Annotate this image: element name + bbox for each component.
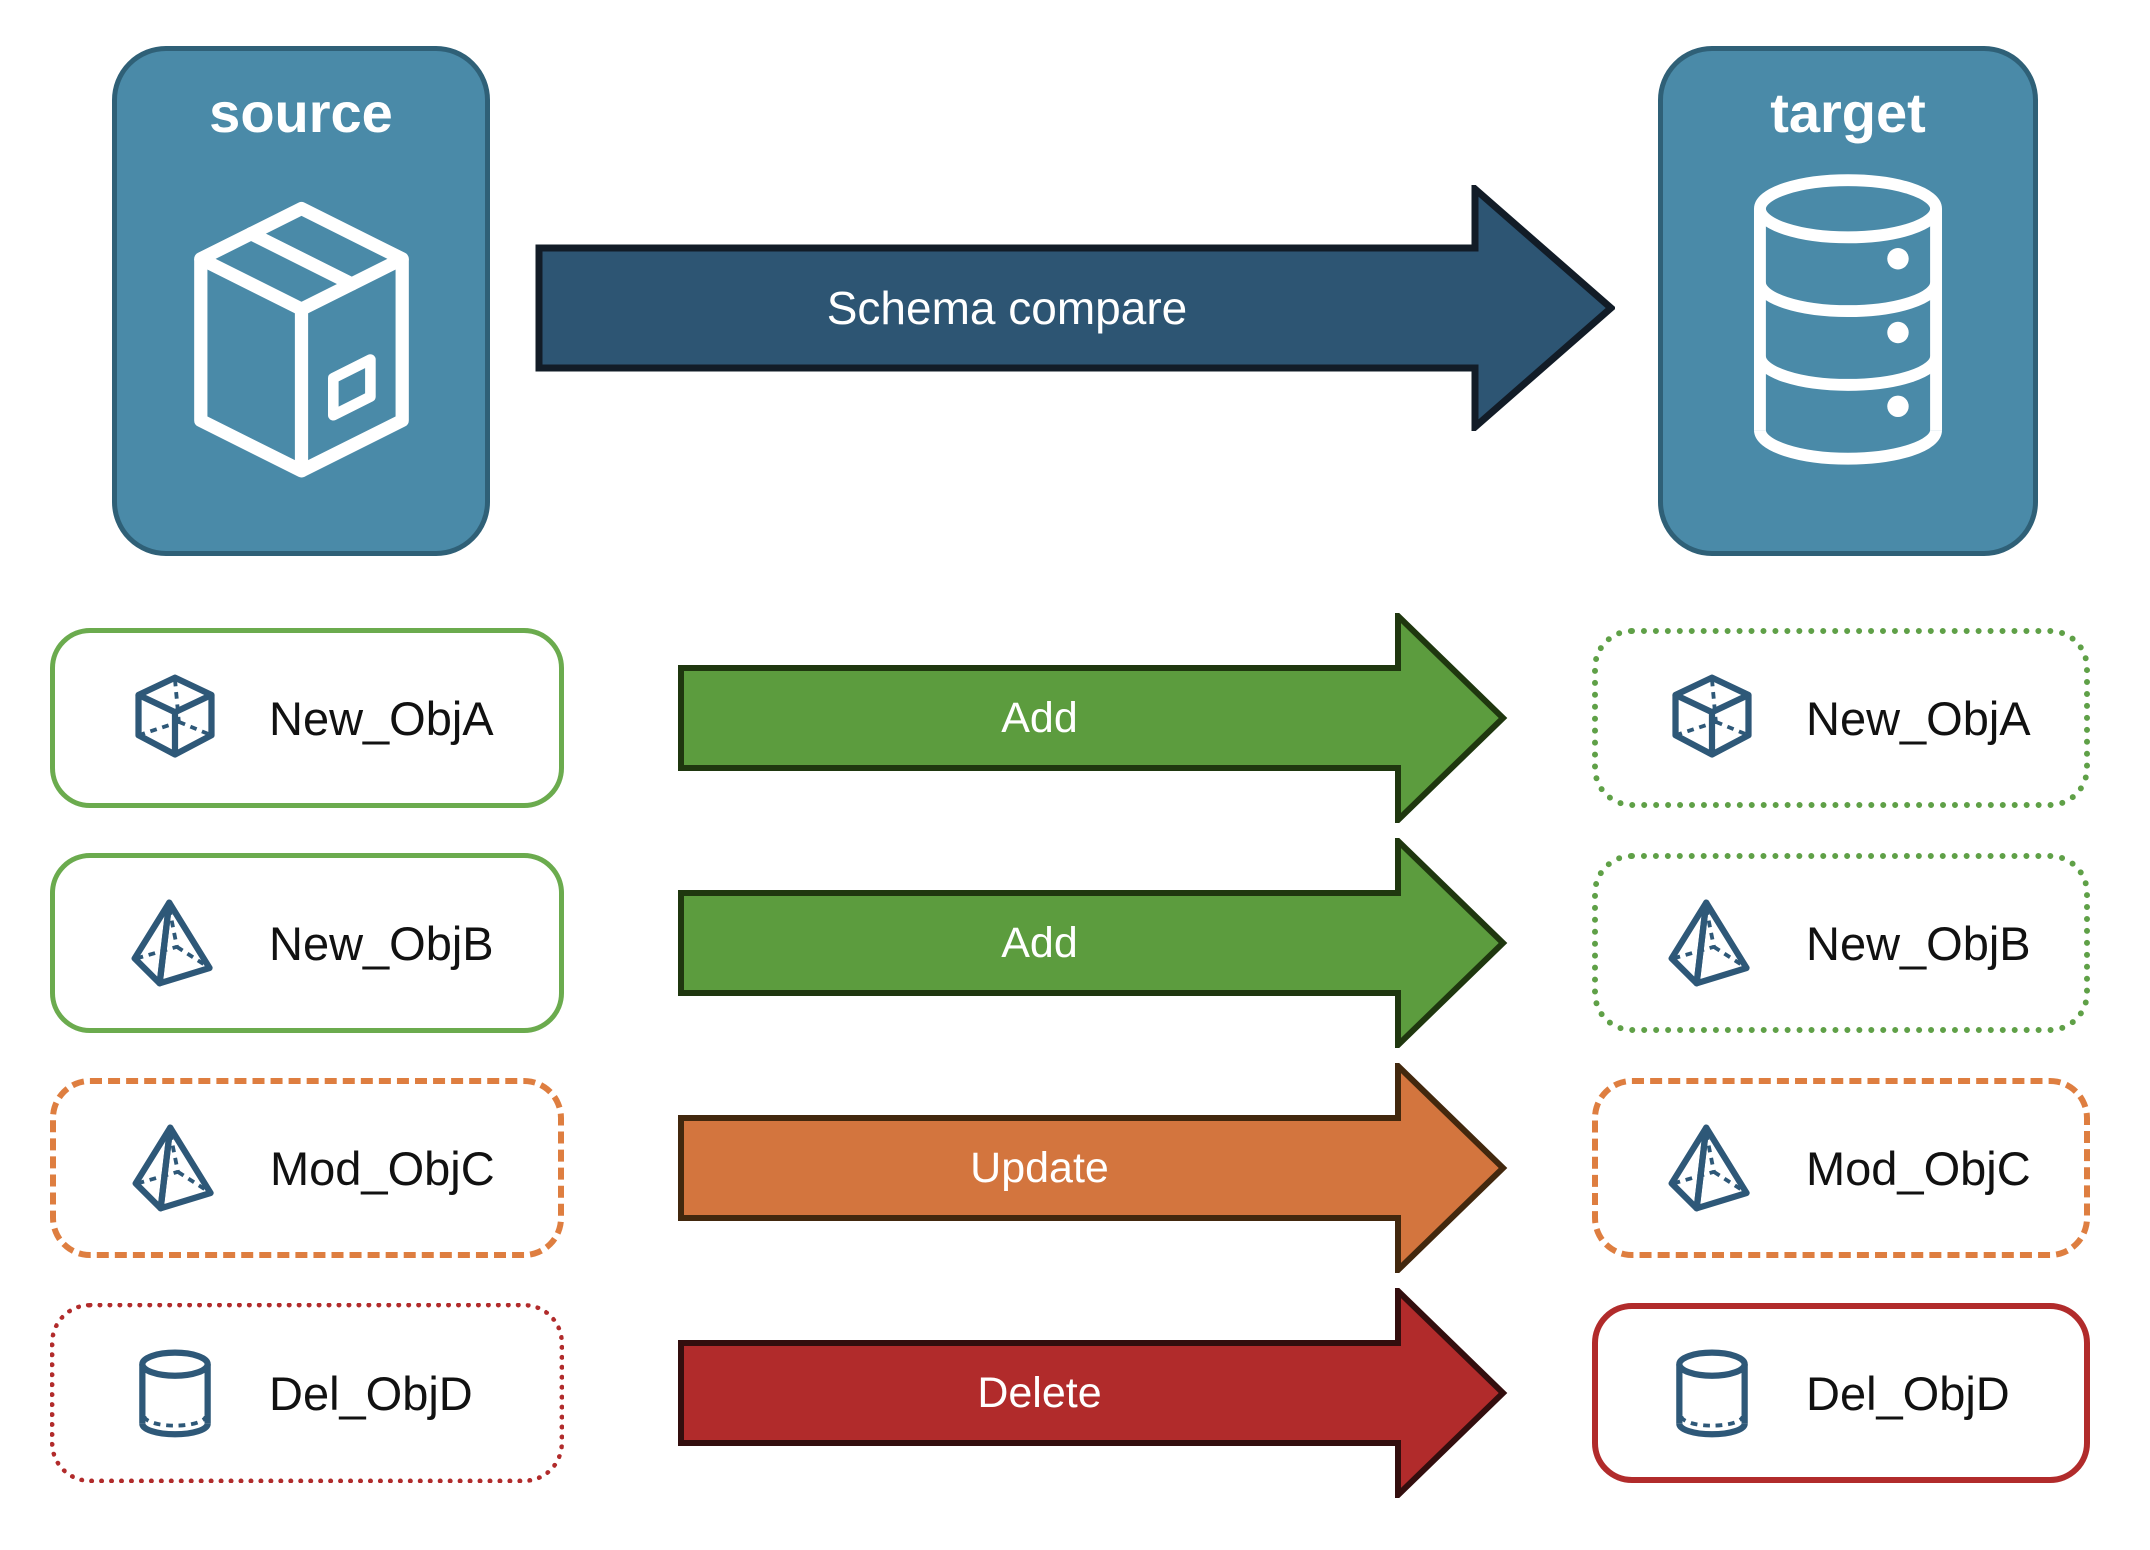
object-label: New_ObjB <box>1806 916 2031 970</box>
source-node: source <box>112 46 490 556</box>
target-object-row-2: New_ObjB <box>1592 853 2090 1033</box>
target-title: target <box>1770 81 1926 144</box>
source-object-row-3: Mod_ObjC <box>50 1078 564 1258</box>
pyramid-icon <box>1664 895 1760 991</box>
target-node: target <box>1658 46 2038 556</box>
cube-icon <box>1664 670 1760 766</box>
source-title: source <box>209 81 393 144</box>
action-label: Delete <box>977 1369 1102 1417</box>
target-object-row-4: Del_ObjD <box>1592 1303 2090 1483</box>
target-object-row-3: Mod_ObjC <box>1592 1078 2090 1258</box>
object-label: Del_ObjD <box>269 1366 473 1420</box>
action-label: Add <box>1001 694 1078 742</box>
cube-icon <box>127 670 223 766</box>
delete-arrow-row-4 <box>678 1288 1508 1498</box>
database-icon <box>1729 173 1967 473</box>
cylinder-icon <box>127 1345 223 1441</box>
action-label: Add <box>1001 919 1078 967</box>
pyramid-icon <box>128 1120 224 1216</box>
object-label: Mod_ObjC <box>1806 1141 2031 1195</box>
object-label: Del_ObjD <box>1806 1366 2010 1420</box>
pyramid-icon <box>127 895 223 991</box>
source-object-row-4: Del_ObjD <box>50 1303 564 1483</box>
object-label: New_ObjA <box>269 691 494 745</box>
object-label: New_ObjA <box>1806 691 2031 745</box>
schema-compare-label: Schema compare <box>826 282 1188 334</box>
object-label: New_ObjB <box>269 916 494 970</box>
add-arrow-row-2 <box>678 838 1508 1048</box>
object-label: Mod_ObjC <box>270 1141 495 1195</box>
pyramid-icon <box>1664 1120 1760 1216</box>
source-object-row-2: New_ObjB <box>50 853 564 1033</box>
target-object-row-1: New_ObjA <box>1592 628 2090 808</box>
action-label: Update <box>970 1144 1109 1192</box>
schema-compare-arrow <box>535 185 1615 431</box>
update-arrow-row-3 <box>678 1063 1508 1273</box>
cylinder-icon <box>1664 1345 1760 1441</box>
package-icon <box>169 187 434 495</box>
source-object-row-1: New_ObjA <box>50 628 564 808</box>
add-arrow-row-1 <box>678 613 1508 823</box>
